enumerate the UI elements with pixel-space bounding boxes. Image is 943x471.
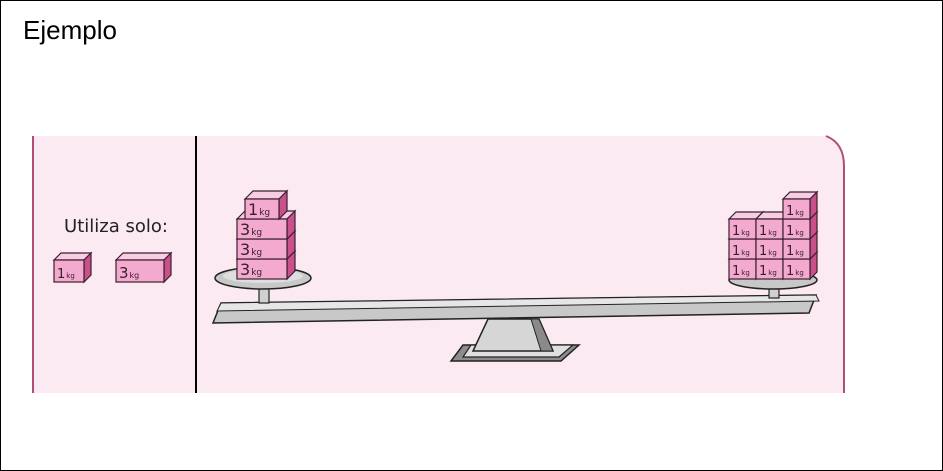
weight-block: 1kg [245, 191, 287, 219]
instruction-label: Utiliza solo: [64, 216, 168, 237]
weight-block: 1kg [54, 253, 91, 282]
weight-block: 1kg [783, 192, 817, 219]
weight-block: 3kg [116, 253, 171, 282]
